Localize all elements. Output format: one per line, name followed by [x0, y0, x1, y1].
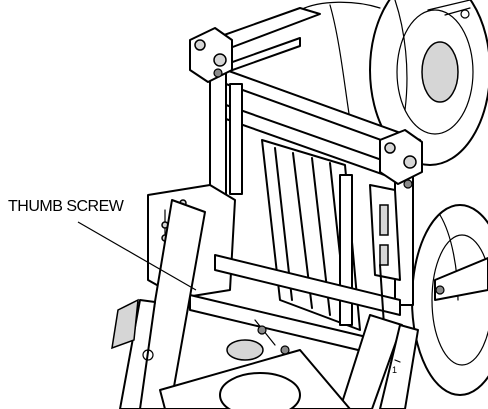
left-arm: [111, 199, 206, 409]
callout-leader-line: [77, 221, 197, 291]
hose-reel-drum: [299, 0, 488, 396]
clamp-bracket-right: [379, 0, 471, 189]
clamp-bracket-left: [189, 27, 233, 83]
thumb-screw-callout-label: THUMB SCREW: [8, 198, 124, 215]
part-number-mark: 1: [392, 365, 397, 375]
hitch-mount: [159, 319, 351, 409]
right-arm: [339, 314, 419, 409]
